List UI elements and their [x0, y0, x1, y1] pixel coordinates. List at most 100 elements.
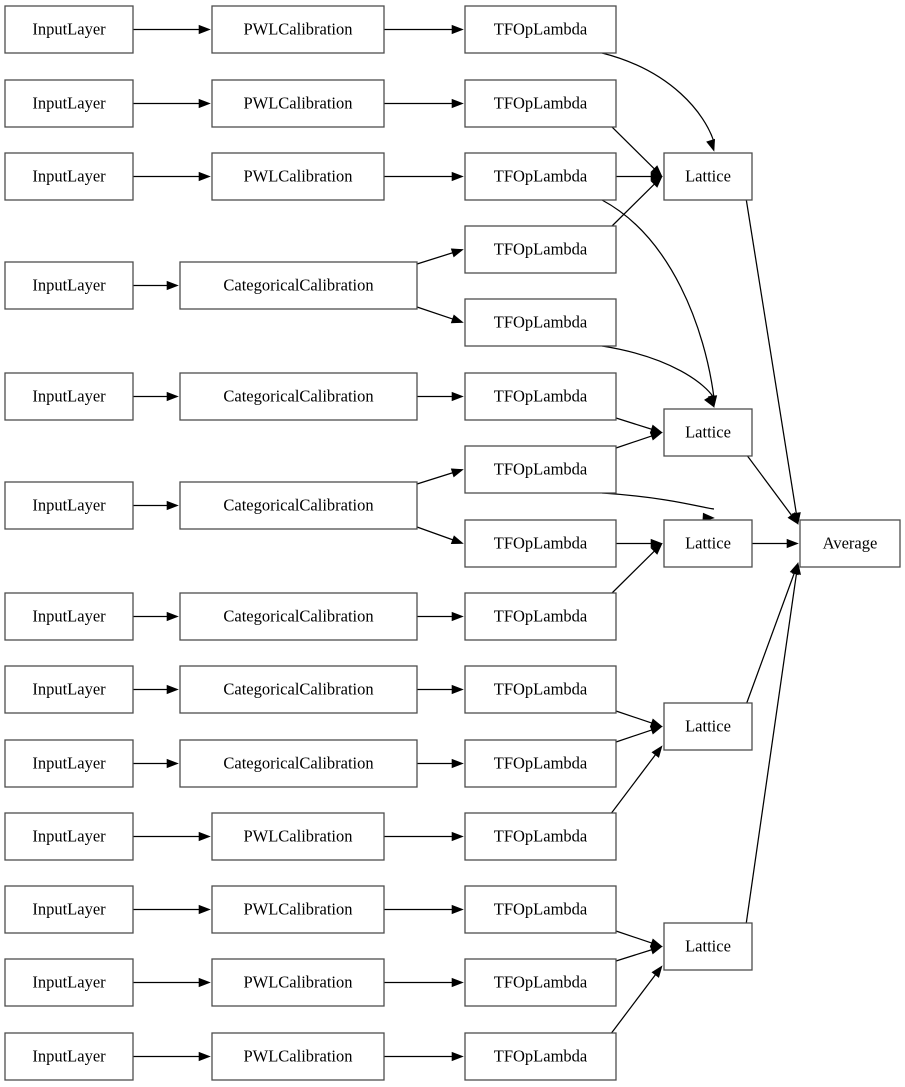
node-box[interactable] — [179, 261, 418, 310]
node-input-layer-in4[interactable]: InputLayer — [4, 261, 134, 310]
node-tfop-lambda-op8[interactable]: TFOpLambda — [464, 519, 617, 568]
node-box[interactable] — [211, 79, 385, 128]
node-categorical-calibration-cal7[interactable]: CategoricalCalibration — [179, 592, 418, 641]
node-box[interactable] — [464, 79, 617, 128]
node-pwlcalibration-cal13[interactable]: PWLCalibration — [211, 1032, 385, 1081]
node-box[interactable] — [211, 1032, 385, 1081]
node-box[interactable] — [464, 372, 617, 421]
node-tfop-lambda-op9[interactable]: TFOpLambda — [464, 592, 617, 641]
node-box[interactable] — [663, 152, 753, 201]
node-input-layer-in3[interactable]: InputLayer — [4, 152, 134, 201]
node-tfop-lambda-op7[interactable]: TFOpLambda — [464, 445, 617, 494]
node-box[interactable] — [4, 592, 134, 641]
node-tfop-lambda-op2[interactable]: TFOpLambda — [464, 79, 617, 128]
node-box[interactable] — [4, 372, 134, 421]
edge-input-layer-to-categorical-calibration — [133, 280, 179, 291]
node-average-avg[interactable]: Average — [799, 519, 901, 568]
node-lattice-lat4[interactable]: Lattice — [663, 702, 753, 751]
node-box[interactable] — [464, 665, 617, 714]
node-box[interactable] — [464, 298, 617, 347]
node-box[interactable] — [4, 481, 134, 530]
node-lattice-lat3[interactable]: Lattice — [663, 519, 753, 568]
edge-pwlcalibration-to-tfop-lambda — [384, 831, 464, 842]
node-tfop-lambda-op6[interactable]: TFOpLambda — [464, 372, 617, 421]
node-input-layer-in9[interactable]: InputLayer — [4, 739, 134, 788]
node-tfop-lambda-op5[interactable]: TFOpLambda — [464, 298, 617, 347]
node-tfop-lambda-op3[interactable]: TFOpLambda — [464, 152, 617, 201]
node-box[interactable] — [179, 739, 418, 788]
node-input-layer-in5[interactable]: InputLayer — [4, 372, 134, 421]
edge-line — [609, 550, 656, 596]
node-box[interactable] — [464, 958, 617, 1007]
node-tfop-lambda-op11[interactable]: TFOpLambda — [464, 739, 617, 788]
node-categorical-calibration-cal9[interactable]: CategoricalCalibration — [179, 739, 418, 788]
node-categorical-calibration-cal8[interactable]: CategoricalCalibration — [179, 665, 418, 714]
node-tfop-lambda-op14[interactable]: TFOpLambda — [464, 958, 617, 1007]
node-input-layer-in11[interactable]: InputLayer — [4, 885, 134, 934]
node-box[interactable] — [4, 152, 134, 201]
node-box[interactable] — [663, 702, 753, 751]
node-input-layer-in13[interactable]: InputLayer — [4, 1032, 134, 1081]
node-lattice-lat5[interactable]: Lattice — [663, 922, 753, 971]
node-box[interactable] — [464, 225, 617, 274]
node-box[interactable] — [464, 152, 617, 201]
node-tfop-lambda-op13[interactable]: TFOpLambda — [464, 885, 617, 934]
node-input-layer-in10[interactable]: InputLayer — [4, 812, 134, 861]
node-box[interactable] — [4, 5, 134, 54]
node-tfop-lambda-op4[interactable]: TFOpLambda — [464, 225, 617, 274]
node-box[interactable] — [663, 519, 753, 568]
node-input-layer-in7[interactable]: InputLayer — [4, 592, 134, 641]
node-pwlcalibration-cal1[interactable]: PWLCalibration — [211, 5, 385, 54]
node-box[interactable] — [799, 519, 901, 568]
node-box[interactable] — [464, 1032, 617, 1081]
node-pwlcalibration-cal10[interactable]: PWLCalibration — [211, 812, 385, 861]
node-box[interactable] — [4, 1032, 134, 1081]
node-box[interactable] — [211, 812, 385, 861]
node-box[interactable] — [4, 958, 134, 1007]
node-box[interactable] — [4, 739, 134, 788]
node-input-layer-in1[interactable]: InputLayer — [4, 5, 134, 54]
node-box[interactable] — [179, 665, 418, 714]
node-box[interactable] — [464, 592, 617, 641]
node-box[interactable] — [211, 958, 385, 1007]
node-box[interactable] — [464, 445, 617, 494]
node-input-layer-in6[interactable]: InputLayer — [4, 481, 134, 530]
node-pwlcalibration-cal12[interactable]: PWLCalibration — [211, 958, 385, 1007]
node-box[interactable] — [4, 261, 134, 310]
node-tfop-lambda-op15[interactable]: TFOpLambda — [464, 1032, 617, 1081]
arrow-head-icon — [451, 977, 464, 988]
node-box[interactable] — [211, 885, 385, 934]
node-pwlcalibration-cal2[interactable]: PWLCalibration — [211, 79, 385, 128]
node-box[interactable] — [211, 5, 385, 54]
node-box[interactable] — [4, 885, 134, 934]
node-tfop-lambda-op10[interactable]: TFOpLambda — [464, 665, 617, 714]
node-box[interactable] — [464, 5, 617, 54]
node-pwlcalibration-cal3[interactable]: PWLCalibration — [211, 152, 385, 201]
node-box[interactable] — [464, 739, 617, 788]
node-tfop-lambda-op12[interactable]: TFOpLambda — [464, 812, 617, 861]
node-box[interactable] — [4, 665, 134, 714]
node-pwlcalibration-cal11[interactable]: PWLCalibration — [211, 885, 385, 934]
node-box[interactable] — [464, 812, 617, 861]
node-box[interactable] — [211, 152, 385, 201]
node-lattice-lat2[interactable]: Lattice — [663, 408, 753, 457]
node-box[interactable] — [179, 592, 418, 641]
node-box[interactable] — [663, 922, 753, 971]
node-box[interactable] — [4, 79, 134, 128]
node-categorical-calibration-cal5[interactable]: CategoricalCalibration — [179, 372, 418, 421]
node-tfop-lambda-op1[interactable]: TFOpLambda — [464, 5, 617, 54]
node-box[interactable] — [4, 812, 134, 861]
node-input-layer-in8[interactable]: InputLayer — [4, 665, 134, 714]
node-box[interactable] — [179, 372, 418, 421]
node-box[interactable] — [179, 481, 418, 530]
node-input-layer-in12[interactable]: InputLayer — [4, 958, 134, 1007]
node-input-layer-in2[interactable]: InputLayer — [4, 79, 134, 128]
node-categorical-calibration-cal4[interactable]: CategoricalCalibration — [179, 261, 418, 310]
edge-line — [615, 710, 653, 724]
node-box[interactable] — [464, 519, 617, 568]
node-categorical-calibration-cal6[interactable]: CategoricalCalibration — [179, 481, 418, 530]
node-box[interactable] — [663, 408, 753, 457]
node-lattice-lat1[interactable]: Lattice — [663, 152, 753, 201]
node-box[interactable] — [464, 885, 617, 934]
edge-line — [609, 753, 657, 816]
